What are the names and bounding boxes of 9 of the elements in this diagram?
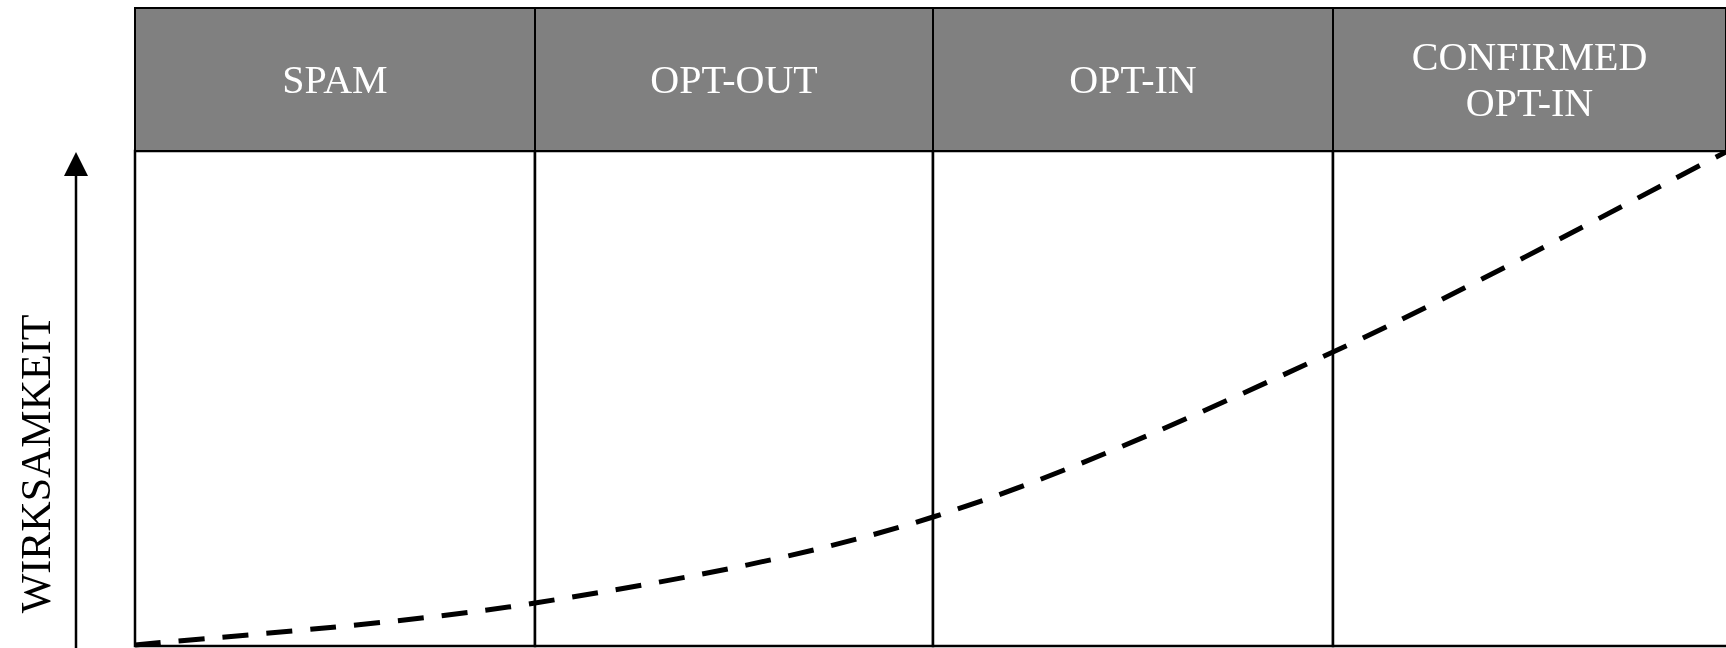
header-text: OPT-OUT: [650, 56, 818, 103]
header-text: OPT-IN: [1069, 56, 1197, 103]
header-text: SPAM: [282, 56, 388, 103]
header-text: CONFIRMED OPT-IN: [1410, 33, 1649, 126]
column-header: [534, 7, 934, 152]
column-header: [932, 7, 1334, 152]
column-header: [1332, 7, 1726, 152]
axis-label: WIRKSAMKEIT: [11, 314, 60, 614]
column-header: [134, 7, 536, 152]
